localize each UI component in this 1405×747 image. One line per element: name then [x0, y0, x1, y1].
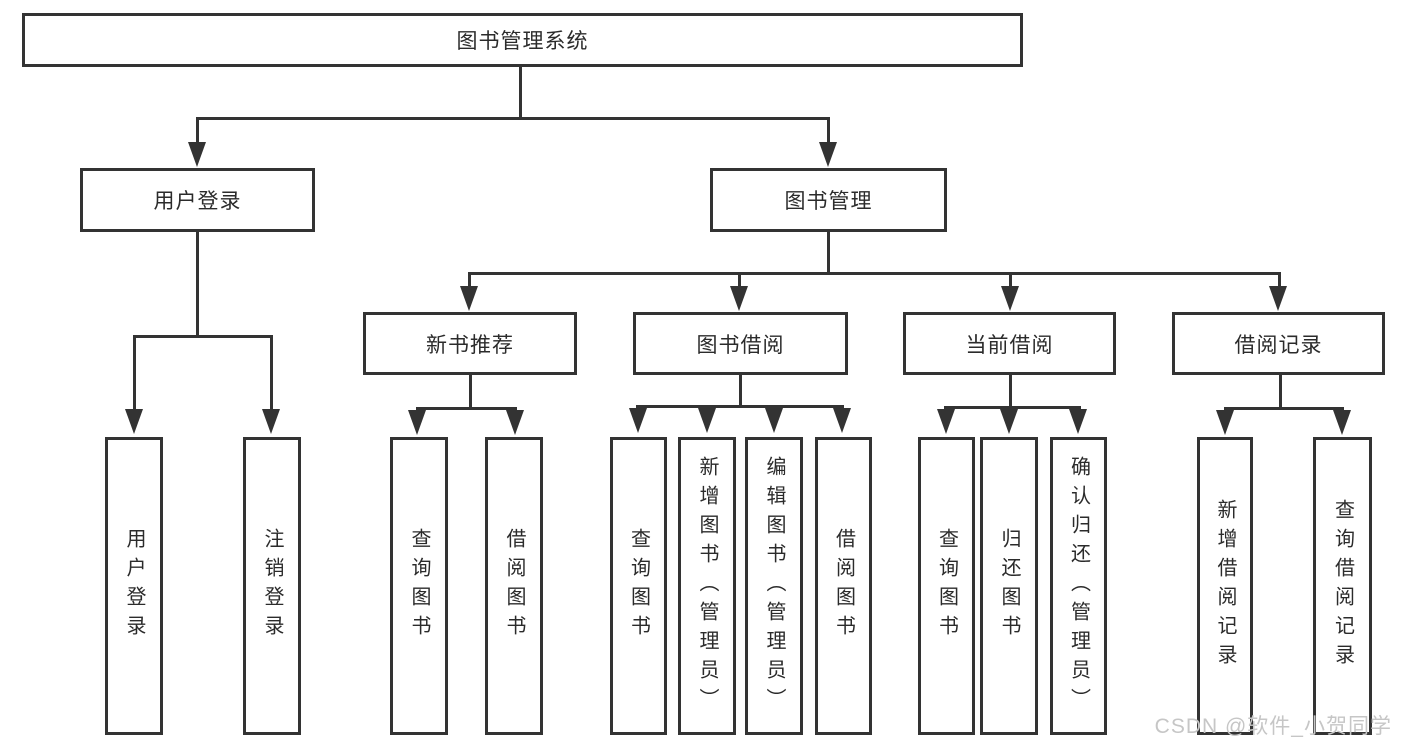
- node-new-book-recommendation: 新书推荐: [363, 312, 577, 375]
- node-cb-query-books: 查询图书: [918, 437, 975, 735]
- node-user-login-action: 用户登录: [105, 437, 163, 735]
- connector-line: [1009, 272, 1012, 288]
- arrowhead: [262, 409, 280, 434]
- connector-line: [270, 335, 273, 411]
- node-current-borrowing: 当前借阅: [903, 312, 1116, 375]
- node-bb-borrow-books: 借阅图书: [815, 437, 872, 735]
- node-br-query-record: 查询借阅记录: [1313, 437, 1372, 735]
- connector-line: [636, 405, 844, 408]
- node-nbr-query-books: 查询图书: [390, 437, 448, 735]
- node-borrowing-records: 借阅记录: [1172, 312, 1385, 375]
- node-library-management-system: 图书管理系统: [22, 13, 1023, 67]
- arrowhead: [629, 408, 647, 433]
- node-cb-confirm-return-admin: 确认归还（管理员）: [1050, 437, 1107, 735]
- csdn-watermark: CSDN @软件_小贺同学: [1154, 715, 1392, 738]
- connector-line: [196, 117, 199, 144]
- connector-line: [827, 232, 830, 275]
- connector-line: [133, 335, 136, 411]
- arrowhead: [460, 286, 478, 311]
- connector-line: [196, 117, 830, 120]
- connector-line: [196, 232, 199, 338]
- arrowhead: [765, 408, 783, 433]
- node-cb-return-books: 归还图书: [980, 437, 1038, 735]
- connector-line: [469, 375, 472, 410]
- arrowhead: [937, 409, 955, 434]
- connector-line: [1224, 407, 1344, 410]
- arrowhead: [1269, 286, 1287, 311]
- connector-line: [1278, 272, 1281, 288]
- connector-line: [468, 272, 1281, 275]
- node-book-management: 图书管理: [710, 168, 947, 232]
- connector-line: [416, 407, 517, 410]
- connector-line: [944, 406, 1081, 409]
- arrowhead: [819, 142, 837, 167]
- node-nbr-borrow-books: 借阅图书: [485, 437, 543, 735]
- connector-line: [133, 335, 273, 338]
- arrowhead: [730, 286, 748, 311]
- arrowhead: [698, 408, 716, 433]
- arrowhead: [408, 410, 426, 435]
- node-book-borrowing: 图书借阅: [633, 312, 848, 375]
- node-bb-edit-books-admin: 编辑图书（管理员）: [745, 437, 803, 735]
- connector-line: [827, 117, 830, 144]
- node-user-login: 用户登录: [80, 168, 315, 232]
- connector-line: [1279, 375, 1282, 410]
- arrowhead: [1216, 410, 1234, 435]
- connector-line: [468, 272, 471, 288]
- node-bb-add-books-admin: 新增图书（管理员）: [678, 437, 736, 735]
- node-br-add-record: 新增借阅记录: [1197, 437, 1253, 735]
- node-logout-action: 注销登录: [243, 437, 301, 735]
- connector-line: [739, 375, 742, 408]
- arrowhead: [1000, 409, 1018, 434]
- arrowhead: [506, 410, 524, 435]
- node-bb-query-books: 查询图书: [610, 437, 667, 735]
- arrowhead: [1001, 286, 1019, 311]
- arrowhead: [188, 142, 206, 167]
- connector-line: [1009, 375, 1012, 409]
- connector-line: [519, 67, 522, 119]
- arrowhead: [1069, 409, 1087, 434]
- arrowhead: [833, 408, 851, 433]
- arrowhead: [125, 409, 143, 434]
- connector-line: [738, 272, 741, 288]
- arrowhead: [1333, 410, 1351, 435]
